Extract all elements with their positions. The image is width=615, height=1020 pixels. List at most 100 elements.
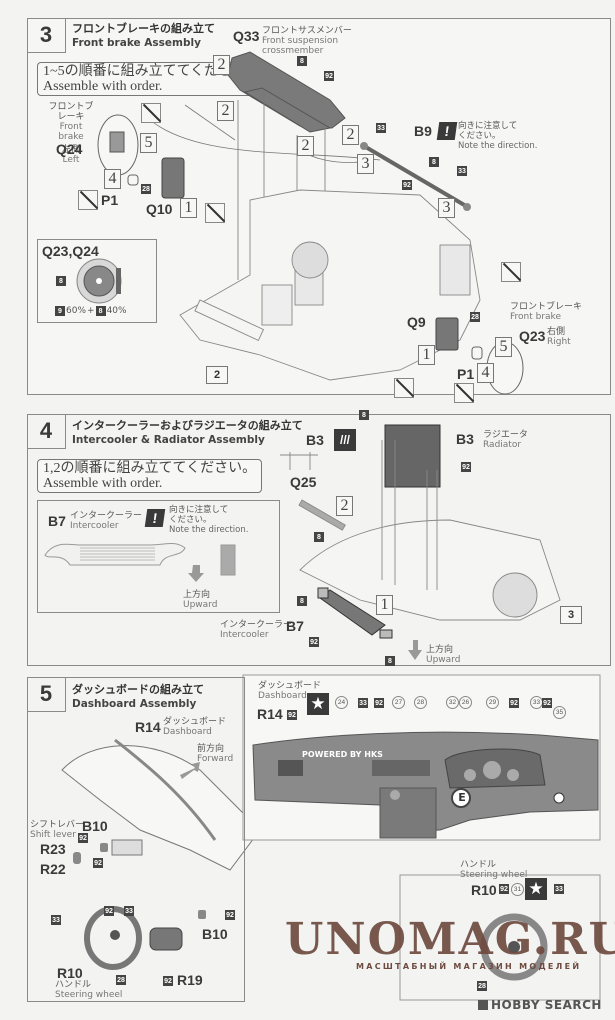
b3-label-jp: ラジエータ [483, 430, 528, 440]
step-5-number: 5 [27, 677, 66, 712]
wheel-detail-drawing [480, 913, 548, 981]
paint-code: 92 [104, 906, 114, 916]
b7-label: インタークーラー Intercooler [220, 620, 292, 640]
paint-code: 92 [225, 910, 235, 920]
paint-code: 33 [51, 915, 61, 925]
q24-label: フロントブレーキ Front brake 左側 Left [46, 102, 96, 165]
left-brake-disc-drawing [97, 114, 139, 176]
direction-note: 向きに注意して ください。 Note the direction. [458, 121, 537, 151]
dashboard-detail-drawing [252, 731, 599, 839]
steering-column-drawing [149, 927, 183, 951]
no-cement-icon [78, 190, 98, 210]
part-r22: R22 [40, 861, 66, 877]
order-mark-5: 5 [495, 337, 512, 357]
forward-arrow-icon [180, 762, 200, 779]
paint-code: 33 [376, 123, 386, 133]
direction-note-jp2: ください。 [169, 515, 212, 525]
direction-note-jp1: 向きに注意して [458, 121, 518, 131]
part-r23: R23 [40, 841, 66, 857]
detail-b7-label-jp: インタークーラー [70, 511, 143, 521]
order-mark-2: 2 [342, 125, 359, 145]
q23-side-jp: 右側 [547, 327, 566, 337]
order-mark-1: 1 [418, 345, 435, 365]
part-b10: B10 [82, 818, 108, 834]
part-r19: R19 [177, 972, 203, 988]
part-q24: Q24 [56, 141, 83, 157]
q23-label: フロントブレーキ Front brake [510, 302, 582, 322]
tie-rod-drawing [362, 144, 468, 208]
paint-mix-plus: + [87, 306, 95, 316]
paint-code: 8 [95, 306, 106, 316]
part-q9: Q9 [407, 314, 426, 330]
dash-detail-label-jp: ダッシュボード [258, 681, 322, 691]
r14-label: ダッシュボード Dashboard [163, 717, 226, 737]
direction-note-en: Note the direction. [458, 141, 538, 151]
callout: 33 [554, 884, 564, 894]
hks-logo-text: POWERED BY HKS [302, 750, 383, 759]
no-cement-icon [394, 378, 414, 398]
part-b3: B3 [456, 431, 474, 447]
step-4-title: インタークーラーおよびラジエータの組み立て Intercooler & Radi… [72, 419, 303, 447]
dash-detail-label-en: Dashboard [258, 691, 307, 701]
step-4-title-en: Intercooler & Radiator Assembly [72, 434, 265, 446]
step-4-number: 4 [27, 414, 66, 449]
b3-label: ラジエータ Radiator [483, 430, 528, 450]
paint-mix-label: 9 60% + 8 40% [55, 306, 127, 316]
callout: 32 [446, 696, 459, 709]
b10-label-jp: シフトレバー [30, 820, 85, 830]
direction-note-en: Note the direction. [169, 525, 249, 535]
part-b3-decal: B3 [306, 432, 324, 448]
chassis-drawing [179, 189, 481, 381]
r14-label-jp: ダッシュボード [163, 717, 227, 727]
q23-side-en: Right [547, 337, 571, 347]
detail-b7-label: インタークーラー Intercooler [70, 511, 142, 531]
step-4-panel [27, 414, 611, 666]
order-mark-4: 4 [477, 363, 494, 383]
step-3-number: 3 [27, 18, 66, 53]
radiator-drawing [384, 424, 441, 488]
forward-label-jp: 前方向 [197, 744, 225, 754]
callout: 33 [358, 698, 368, 708]
paint-code: 92 [324, 71, 334, 81]
r10-label-jp: ハンドル [55, 980, 92, 990]
order-mark-1: 1 [180, 198, 197, 218]
part-r14: R14 [135, 719, 161, 735]
paint-code: 8 [385, 656, 395, 666]
order-note-jp: 1,2の順番に組み立ててください。 [43, 461, 257, 476]
intercooler-detail-box [37, 500, 280, 613]
paint-mix-pct-a: 60% [66, 306, 87, 316]
callout: 31 [511, 883, 524, 896]
direction-note-jp2: ください。 [458, 131, 501, 141]
order-mark-5: 5 [140, 133, 157, 153]
no-cement-icon [454, 383, 474, 403]
callout: 29 [486, 696, 499, 709]
upward-arrow-icon [188, 565, 204, 582]
watermark: UNOMAG.RU [285, 914, 615, 965]
upward-label: 上方向 Upward [426, 645, 460, 665]
star-icon: ★ [307, 693, 329, 715]
detail-b7-label-en: Intercooler [70, 521, 119, 531]
step-5-title: ダッシュボードの組み立て Dashboard Assembly [72, 683, 204, 711]
detail-part-b7: B7 [48, 513, 66, 529]
paint-code: 9 [55, 306, 65, 316]
q24-side-en: Left [62, 155, 80, 165]
part-q10: Q10 [146, 201, 173, 217]
part-p1: P1 [457, 366, 475, 382]
r10-label: ハンドル Steering wheel [55, 980, 122, 1000]
step-4-title-jp: インタークーラーおよびラジエータの組み立て [72, 419, 303, 432]
paint-code: 8 [297, 596, 307, 606]
step-3-title-en: Front brake Assembly [72, 37, 201, 49]
callout: 24 [335, 696, 348, 709]
part-q23: Q23 [519, 328, 546, 344]
dash-detail-code: R14 [257, 706, 283, 722]
order-mark-4: 4 [104, 169, 121, 189]
credit-text: HOBBY SEARCH [491, 998, 602, 1012]
part-q33: Q33 [233, 28, 260, 44]
no-cement-icon [205, 203, 225, 223]
part-b9: B9 [414, 123, 432, 139]
r10-label-en: Steering wheel [55, 990, 123, 1000]
watermark-subtitle: МАСШТАБНЫЙ МАГАЗИН МОДЕЛЕЙ [356, 962, 582, 971]
paint-code: 8 [359, 410, 369, 420]
brake-detail-box [37, 239, 157, 323]
wheel-detail-code: R10 [471, 882, 497, 898]
